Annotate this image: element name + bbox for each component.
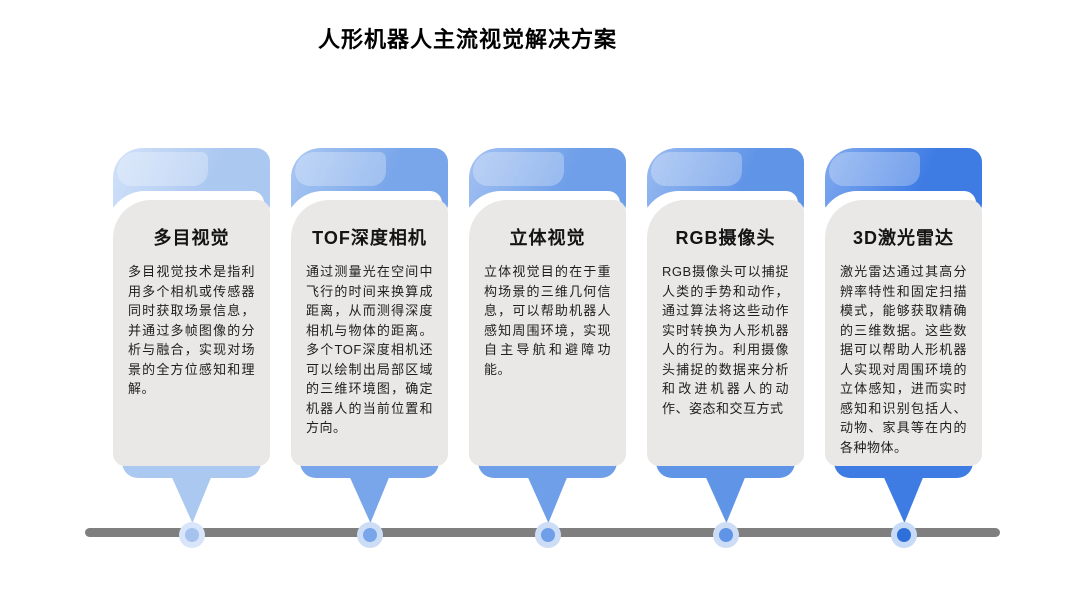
timeline-dot	[356, 522, 383, 548]
timeline-dot	[178, 522, 205, 548]
card-body: TOF深度相机 通过测量光在空间中飞行的时间来换算成距离，从而测得深度相机与物体…	[291, 200, 448, 466]
vision-solution-card-multi-camera: 多目视觉 多目视觉技术是指利用多个相机或传感器同时获取场景信息，并通过多帧图像的…	[113, 148, 270, 558]
timeline-dot-core	[718, 528, 733, 542]
card-title: RGB摄像头	[675, 228, 776, 248]
card-description: RGB摄像头可以捕捉人类的手势和动作，通过算法将这些动作实时转换为人形机器人的行…	[662, 264, 789, 416]
card-pointer-arrow	[172, 478, 211, 523]
card-description: 激光雷达通过其高分辨率特性和固定扫描模式，能够获取精确的三维数据。这些数据可以帮…	[840, 264, 967, 455]
card-body: RGB摄像头 RGB摄像头可以捕捉人类的手势和动作，通过算法将这些动作实时转换为…	[647, 200, 804, 466]
card-body: 立体视觉 立体视觉目的在于重构场景的三维几何信息，可以帮助机器人感知周围环境，实…	[469, 200, 626, 466]
card-title: 多目视觉	[153, 228, 230, 248]
card-pointer-arrow	[884, 478, 923, 523]
card-description: 通过测量光在空间中飞行的时间来换算成距离，从而测得深度相机与物体的距离。多个TO…	[306, 264, 433, 435]
card-body: 3D激光雷达 激光雷达通过其高分辨率特性和固定扫描模式，能够获取精确的三维数据。…	[825, 200, 982, 466]
card-description: 多目视觉技术是指利用多个相机或传感器同时获取场景信息，并通过多帧图像的分析与融合…	[128, 264, 255, 396]
timeline-dot-core	[362, 528, 377, 542]
timeline-dot-core	[540, 528, 555, 542]
vision-solution-card-stereo-vision: 立体视觉 立体视觉目的在于重构场景的三维几何信息，可以帮助机器人感知周围环境，实…	[469, 148, 626, 558]
card-body: 多目视觉 多目视觉技术是指利用多个相机或传感器同时获取场景信息，并通过多帧图像的…	[113, 200, 270, 466]
card-pointer-arrow	[350, 478, 389, 523]
timeline-dot-core	[896, 528, 911, 542]
card-title: TOF深度相机	[312, 228, 427, 248]
vision-solution-card-tof-depth-camera: TOF深度相机 通过测量光在空间中飞行的时间来换算成距离，从而测得深度相机与物体…	[291, 148, 448, 558]
card-title: 3D激光雷达	[852, 228, 954, 248]
timeline-dot	[890, 522, 917, 548]
timeline-dot	[712, 522, 739, 548]
vision-solution-card-3d-lidar: 3D激光雷达 激光雷达通过其高分辨率特性和固定扫描模式，能够获取精确的三维数据。…	[825, 148, 982, 558]
timeline-dot-core	[184, 528, 199, 542]
card-pointer-arrow	[528, 478, 567, 523]
timeline-dot	[534, 522, 561, 548]
vision-solution-card-rgb-camera: RGB摄像头 RGB摄像头可以捕捉人类的手势和动作，通过算法将这些动作实时转换为…	[647, 148, 804, 558]
solution-cards-row: 多目视觉 多目视觉技术是指利用多个相机或传感器同时获取场景信息，并通过多帧图像的…	[113, 148, 982, 558]
card-description: 立体视觉目的在于重构场景的三维几何信息，可以帮助机器人感知周围环境，实现自主导航…	[484, 264, 611, 377]
card-title: 立体视觉	[509, 228, 586, 248]
card-pointer-arrow	[706, 478, 745, 523]
page-title: 人形机器人主流视觉解决方案	[318, 27, 618, 52]
